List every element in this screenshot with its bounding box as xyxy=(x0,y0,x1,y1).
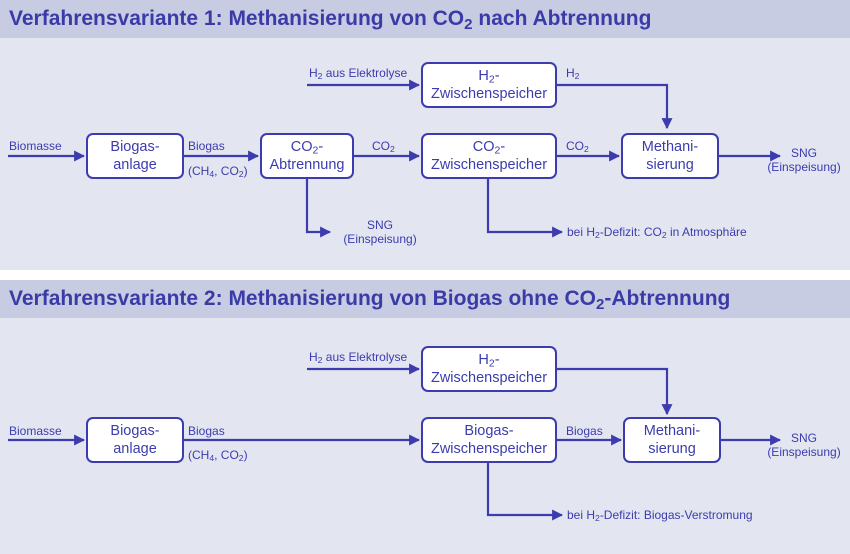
v1-co2-separation-box: CO2- Abtrennung xyxy=(260,133,354,179)
v1-arrow-deficit xyxy=(486,177,564,238)
v2-h2-storage-box: H2- Zwischenspeicher xyxy=(421,346,557,392)
v1-sng-output-label: SNG (Einspeisung) xyxy=(767,146,841,174)
v2-h2-input-label: H2 aus Elektrolyse xyxy=(309,350,408,366)
v2-deficit-label: bei H2-Defizit: Biogas-Verstromung xyxy=(567,508,753,524)
v1-biogas-composition-label: (CH4, CO2) xyxy=(188,164,248,180)
v1-methanation-box: Methani- sierung xyxy=(621,133,719,179)
v1-arrow-h2-to-methanation xyxy=(557,83,673,130)
v1-deficit-label: bei H2-Defizit: CO2 in Atmosphäre xyxy=(567,225,747,241)
v2-sng-output-label: SNG (Einspeisung) xyxy=(767,431,841,459)
v1-co2-label-b: CO2 xyxy=(566,139,589,155)
variant-1-title: Verfahrensvariante 1: Methanisierung von… xyxy=(0,0,850,38)
v1-arrow-sng-branch xyxy=(305,177,332,238)
v1-h2-input-label: H2 aus Elektrolyse xyxy=(309,66,408,82)
v2-arrow-h2-to-methanation xyxy=(557,367,673,416)
variant-2-title: Verfahrensvariante 2: Methanisierung von… xyxy=(0,280,850,318)
v2-biogas-plant-box: Biogas- anlage xyxy=(86,417,184,463)
v2-biomass-label: Biomasse xyxy=(9,424,62,438)
v2-arrow-deficit xyxy=(486,461,564,521)
v2-biogas-composition-label: (CH4, CO2) xyxy=(188,448,248,464)
v1-biomass-label: Biomasse xyxy=(9,139,62,153)
v1-h2-storage-box: H2- Zwischenspeicher xyxy=(421,62,557,108)
v1-co2-label-a: CO2 xyxy=(372,139,395,155)
v2-biogas-output-label: Biogas xyxy=(566,424,603,438)
v1-co2-storage-box: CO2- Zwischenspeicher xyxy=(421,133,557,179)
v1-biogas-label: Biogas xyxy=(188,139,225,153)
v2-biogas-label: Biogas xyxy=(188,424,225,438)
v2-biogas-storage-box: Biogas- Zwischenspeicher xyxy=(421,417,557,463)
v1-h2-output-label: H2 xyxy=(566,66,580,82)
v2-methanation-box: Methani- sierung xyxy=(623,417,721,463)
v1-sng-branch-label: SNG (Einspeisung) xyxy=(343,218,417,246)
v1-biogas-plant-box: Biogas- anlage xyxy=(86,133,184,179)
